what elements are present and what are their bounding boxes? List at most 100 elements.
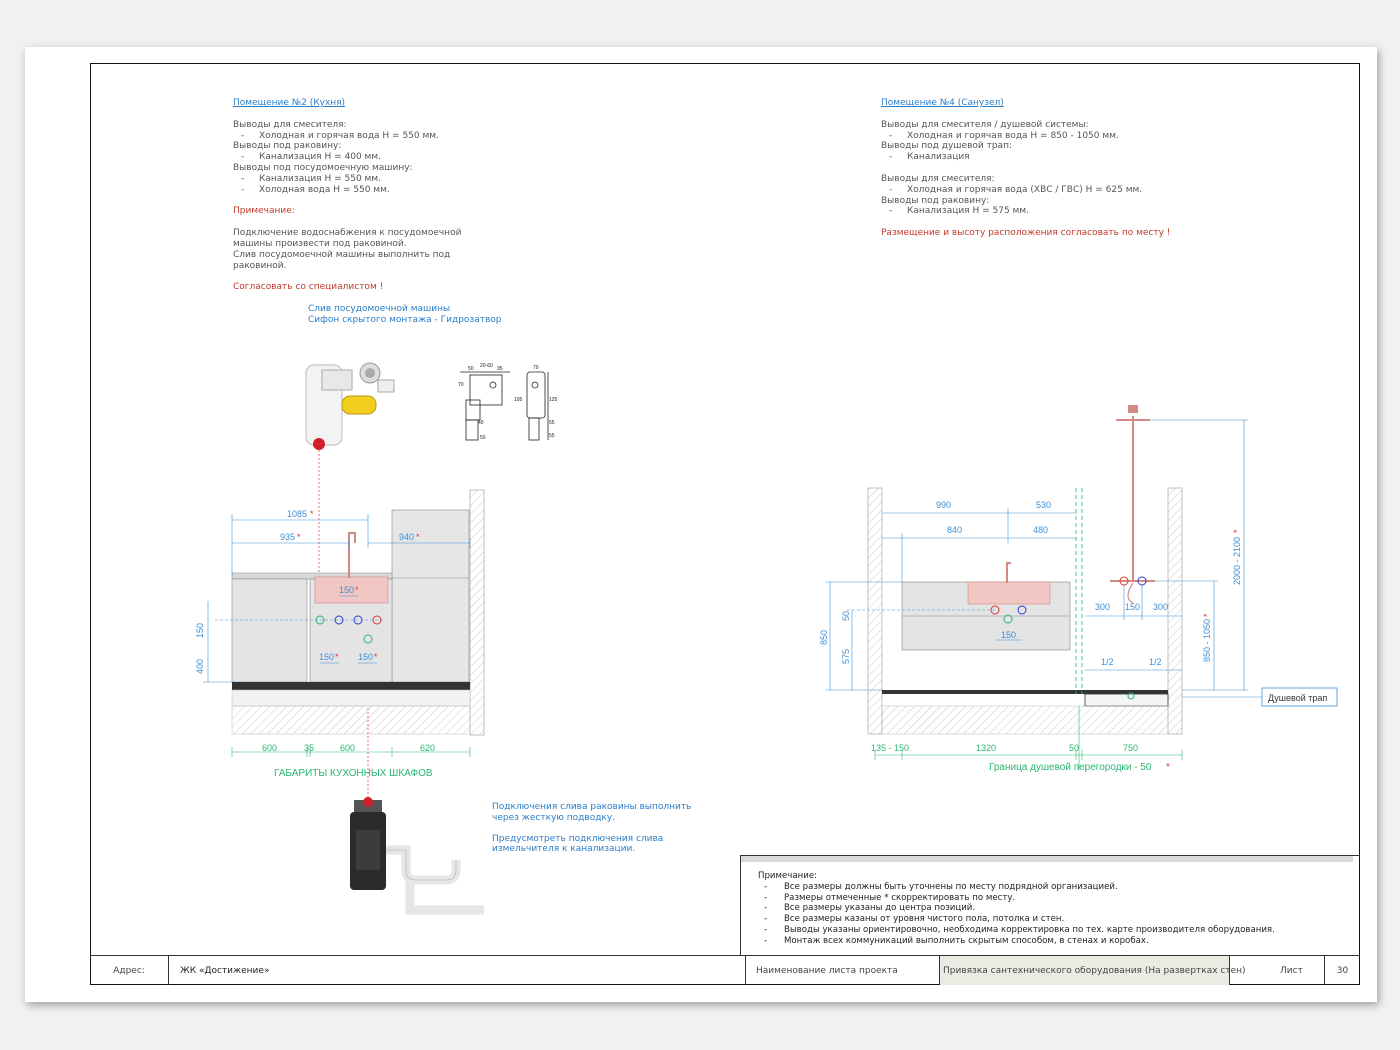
dim-label: 850 [819,630,829,645]
dim-star: * [310,509,314,519]
general-note-item: Все размеры казаны от уровня чистого пол… [758,914,1275,925]
dim-label: 750 [1123,743,1138,753]
disposer-image [350,797,484,915]
kitchen-dishwasher-label: Выводы под посудомоечную машину: [233,162,413,173]
disposer-drain-marker [363,797,373,807]
drain-caption-line-2: Сифон скрытого монтажа - Гидрозатвор [308,314,502,325]
mini-dim: 55 [549,420,555,426]
dim-label: 620 [420,743,435,753]
general-note: Примечание: Все размеры должны быть уточ… [758,871,1275,947]
mini-dim: 50 [480,435,486,441]
bathroom-title: Помещение №4 (Санузел) [881,98,1004,108]
dim-label: 2000 - 2100 [1232,537,1242,585]
bathroom-agree: Размещение и высоту расположения согласо… [881,228,1171,239]
kitchen-note-line: Слив посудомоечной машины выполнить под [233,249,451,260]
kitchen-agree: Согласовать со специалистом ! [233,282,384,293]
general-note-item: Все размеры должны быть уточнены по мест… [758,882,1275,893]
dim-label: 480 [1033,525,1048,535]
dim-label: 150 [195,623,205,638]
sink-drain-note: Подключения слива раковины выполнить чер… [492,802,691,855]
dim-label: 300 [1153,602,1168,612]
drain-point-marker [313,438,325,450]
mini-dim: 105 [514,397,523,403]
mini-dim: 50 [468,366,474,372]
kitchen-mixer-item: Холодная и горячая вода H = 550 мм. [233,131,461,142]
sink-note-line: через жесткую подводку. [492,812,616,823]
address-value: ЖК «Достижение» [169,956,746,985]
cabinets-label: ГАБАРИТЫ КУХОННЫХ ШКАФОВ [274,768,433,779]
general-note-title: Примечание: [758,871,818,881]
shower-trap-tag: Душевой трап [1268,693,1327,703]
kitchen-mixer-label: Выводы для смесителя: [233,119,347,130]
general-note-item: Все размеры указаны до центра позиций. [758,903,1275,914]
kitchen-dishwasher-item: Канализация H = 550 мм. [233,174,461,185]
bathroom-dim-labels: 990 530 840 480 850 575 50 150 300 150 3… [819,500,1327,703]
shower-trap-tag-box [1261,687,1338,707]
dim-label: 530 [1036,500,1051,510]
sheet-number: 30 [1336,966,1349,976]
kitchen-sink-label: Выводы под раковину: [233,141,342,152]
kitchen-elevation [203,450,485,805]
sink-note-line: Подключения слива раковины выполнить [492,802,692,812]
kitchen-note-line: раковиной. [233,260,287,271]
kitchen-note-line: Подключение водоснабжения к посудомоечно… [233,228,462,239]
bathroom-mixer-item: Холодная и горячая вода (ХВС / ГВС) H = … [881,185,1170,196]
dim-label: 575 [841,649,851,664]
bathroom-mixer-label: Выводы для смесителя: [881,173,995,184]
bathroom-bottom-dims: 135 - 150 1320 50 750 Граница душевой пе… [871,743,1170,773]
dim-label: 150 [319,652,334,662]
dim-star: * [374,652,378,662]
sink-note-line: измельчителя к канализации. [492,844,636,855]
dim-star: * [335,652,339,662]
dim-star: * [297,532,301,542]
bathroom-trap-item: Канализация [881,152,1170,163]
title-stamp: Адрес: ЖК «Достижение» Наименование лист… [90,955,1360,985]
dim-label: 600 [262,743,277,753]
partition-label: Граница душевой перегородки - 50 [989,762,1152,773]
dim-label: 935 [280,532,295,542]
dim-label: 1/2 [1149,657,1162,667]
general-note-item: Размеры отмеченные * скорректировать по … [758,893,1275,904]
dim-label: 1320 [976,743,996,753]
dim-label: 940 [399,532,414,542]
dim-label: 400 [195,659,205,674]
mini-dim: 70 [533,365,539,371]
dim-label: 1085 [287,509,307,519]
kitchen-note-line: машины произвести под раковиной. [233,238,407,249]
dim-star: * [416,532,420,542]
kitchen-sink-item: Канализация H = 400 мм. [233,152,461,163]
dim-label: 135 - 150 [871,743,909,753]
dim-label: 850 - 1050 [1202,619,1212,662]
dim-label: 50 [1069,743,1079,753]
dim-label: 150 [1001,630,1016,640]
kitchen-note-label: Примечание: [233,206,295,217]
mini-dim: 55 [549,433,555,439]
kitchen-spec: Помещение №2 (Кухня) Выводы для смесител… [233,98,461,293]
dim-label: 300 [1095,602,1110,612]
general-note-item: Выводы указаны ориентировочно, необходим… [758,925,1275,936]
sheet-name-label: Наименование листа проекта [746,956,940,985]
mini-dim: 35 [497,366,503,372]
bathroom-spec: Помещение №4 (Санузел) Выводы для смесит… [881,98,1170,239]
address-label: Адрес: [90,956,169,985]
dim-label: 35 [304,743,314,753]
bathroom-elevation [826,405,1338,770]
dim-label: 1/2 [1101,657,1114,667]
dim-star: * [1232,529,1242,533]
drain-caption: Слив посудомоечной машины Сифон скрытого… [308,304,502,326]
mini-dim: 125 [549,397,558,403]
sheet-label: Лист [1230,956,1325,985]
mini-dim: 20-60 [480,363,493,369]
mini-dim: 70 [458,382,464,388]
drain-caption-line-1: Слив посудомоечной машины [308,304,451,314]
bathroom-shower-mixer-label: Выводы для смесителя / душевой системы: [881,119,1089,130]
kitchen-dim-labels: 1085 * 935 * 940 * 150 * 150 * 150 * 150… [195,509,420,674]
kitchen-dishwasher-item: Холодная вода H = 550 мм. [233,185,461,196]
kitchen-bottom-dims: 600 35 600 620 ГАБАРИТЫ КУХОННЫХ ШКАФОВ [262,743,435,779]
dim-label: 840 [947,525,962,535]
sink-note-line: Предусмотреть подключения слива [492,833,664,844]
mini-dim: 40 [478,420,484,426]
siphon-image [305,362,395,450]
general-note-box [740,855,1360,955]
